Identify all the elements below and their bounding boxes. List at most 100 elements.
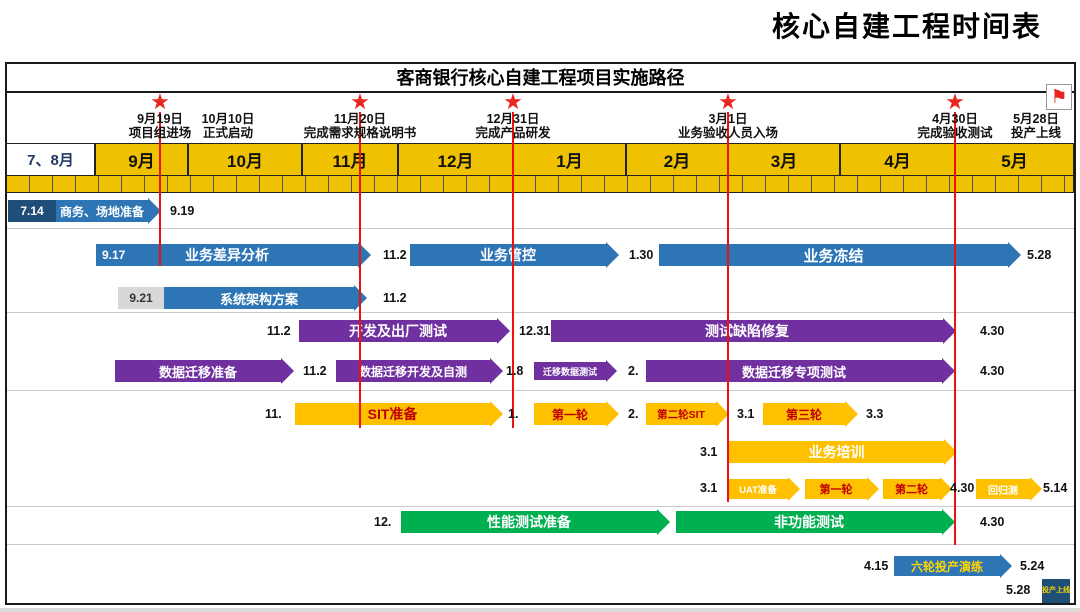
month-cell: 10月	[188, 143, 302, 176]
week-grid-row	[6, 176, 1074, 193]
launch-flag-box: ⚑	[1046, 84, 1072, 110]
bar-sit-round2: 第二轮SIT	[646, 403, 716, 425]
bar-label: 第三轮	[785, 407, 822, 422]
month-cell: 1月	[513, 143, 626, 176]
row-divider	[7, 228, 1074, 229]
bar-start-tag: 7.14	[8, 200, 56, 222]
bar-label: UAT准备	[739, 485, 777, 496]
bar-label: 开发及出厂测试	[349, 323, 447, 339]
month-cell: 11月	[302, 143, 398, 176]
milestone-date: 10月10日	[201, 112, 255, 126]
bar-label: 测试缺陷修复	[705, 323, 789, 339]
milestone-label: 业务验收人员入场	[677, 126, 779, 140]
date-label: 5.28	[1027, 248, 1052, 262]
bar-label: 第一轮	[819, 484, 853, 496]
date-label: 2.	[628, 364, 639, 378]
date-label: 5.28	[1006, 583, 1031, 597]
bar-label: 非功能测试	[774, 514, 844, 530]
milestone: 3月1日 业务验收人员入场	[678, 112, 778, 140]
bar-label: 业务管控	[480, 247, 536, 263]
date-label: 3.1	[700, 445, 718, 459]
bar-business-site-prep: 商务、场地准备	[56, 200, 148, 222]
bar-label: 性能测试准备	[487, 514, 571, 530]
date-label: 4.30	[980, 515, 1005, 529]
milestone-star-icon: ★	[718, 89, 738, 114]
month-cell: 12月	[398, 143, 513, 176]
month-cell: 9月	[95, 143, 188, 176]
milestone-date: 5月28日	[1013, 112, 1059, 126]
milestone-star-icon: ★	[150, 89, 170, 114]
bottom-edge	[0, 608, 1080, 612]
date-label: 12.	[374, 515, 392, 529]
bar-uat-prep: UAT准备	[728, 479, 788, 499]
bar-label: 回归测	[988, 485, 1018, 497]
bar-label: 数据迁移专项测试	[741, 364, 846, 380]
date-label: 11.	[265, 407, 282, 421]
date-label: 3.3	[866, 407, 884, 421]
bar-label: 业务冻结	[803, 247, 864, 265]
bar-data-migration-dev: 数据迁移开发及自测	[336, 360, 490, 382]
bar-start-tag: 9.21	[118, 287, 164, 309]
date-label: 3.1	[737, 407, 755, 421]
bar-data-migration-special-test: 数据迁移专项测试	[646, 360, 942, 382]
date-label: 5.24	[1020, 559, 1045, 573]
bar-start-date: 9.17	[102, 248, 126, 262]
milestone-label: 完成需求规格说明书	[303, 126, 417, 140]
date-label: 11.2	[267, 324, 291, 338]
date-label: 12.31	[519, 324, 551, 338]
bar-label: 数据迁移准备	[158, 364, 237, 380]
row-divider	[7, 312, 1074, 313]
bar-business-training: 业务培训	[729, 441, 944, 463]
chart-title: 客商银行核心自建工程项目实施路径	[5, 62, 1076, 93]
date-label: 1.8	[506, 364, 524, 378]
bar-sit-round1: 第一轮	[534, 403, 606, 425]
bar-data-migration-prep: 数据迁移准备	[115, 360, 281, 382]
milestone-date: 12月31日	[486, 112, 540, 126]
milestone: 5月28日 投产上线	[1011, 112, 1061, 140]
date-label: 11.2	[383, 291, 407, 305]
bar-label: SIT准备	[367, 406, 418, 422]
bar-label: 迁移数据测试	[542, 366, 597, 377]
month-cell: 5月	[955, 143, 1074, 176]
bar-label: 业务培训	[808, 444, 865, 460]
bar-business-freeze: 业务冻结	[659, 244, 1008, 266]
milestone-line	[359, 112, 361, 428]
milestone-star-icon: ★	[350, 89, 370, 114]
bar-migration-data-test: 迁移数据测试	[534, 362, 606, 380]
milestone-line	[512, 112, 514, 428]
row-divider	[7, 390, 1074, 391]
milestone: 11月20日 完成需求规格说明书	[304, 112, 417, 140]
bar-label: 业务差异分析	[185, 247, 269, 263]
milestone-star-icon: ★	[945, 89, 965, 114]
bar-dev-factory-test: 开发及出厂测试	[299, 320, 497, 342]
bar-system-architecture: 系统架构方案	[164, 287, 354, 309]
bar-label: 六轮投产演练	[910, 559, 983, 574]
milestone: 10月10日 正式启动	[202, 112, 255, 140]
month-cell: 2月	[626, 143, 728, 176]
milestone-label: 完成验收测试	[917, 126, 993, 140]
date-label: 1.30	[629, 248, 654, 262]
date-label: 11.2	[303, 364, 327, 378]
milestone-date: 9月19日	[137, 112, 183, 126]
bar-uat-round2: 第二轮	[883, 479, 940, 499]
date-label: 4.30	[980, 364, 1005, 378]
bar-label: 第二轮	[895, 484, 928, 496]
month-cell: 7、8月	[6, 143, 95, 176]
milestone-line	[727, 112, 729, 502]
date-label: 4.30	[980, 324, 1005, 338]
flag-icon: ⚑	[1050, 86, 1068, 108]
bar-defect-fix: 测试缺陷修复	[551, 320, 943, 342]
date-label: 9.19	[170, 204, 195, 218]
bar-non-functional-test: 非功能测试	[676, 511, 942, 533]
bar-launch-rehearsal: 六轮投产演练	[894, 556, 1000, 576]
launch-box: 投产上线	[1042, 579, 1070, 603]
page-title: 核心自建工程时间表	[771, 11, 1042, 42]
bar-label: 第二轮SIT	[657, 408, 705, 421]
month-cell: 3月	[728, 143, 840, 176]
bar-label: 商务、场地准备	[59, 204, 144, 219]
milestone-date: 11月20日	[333, 112, 387, 126]
bar-label: 第一轮	[551, 407, 588, 422]
milestone-label: 项目组进场	[128, 126, 192, 140]
milestone-date: 3月1日	[708, 112, 748, 126]
bar-business-control: 业务管控	[410, 244, 606, 266]
